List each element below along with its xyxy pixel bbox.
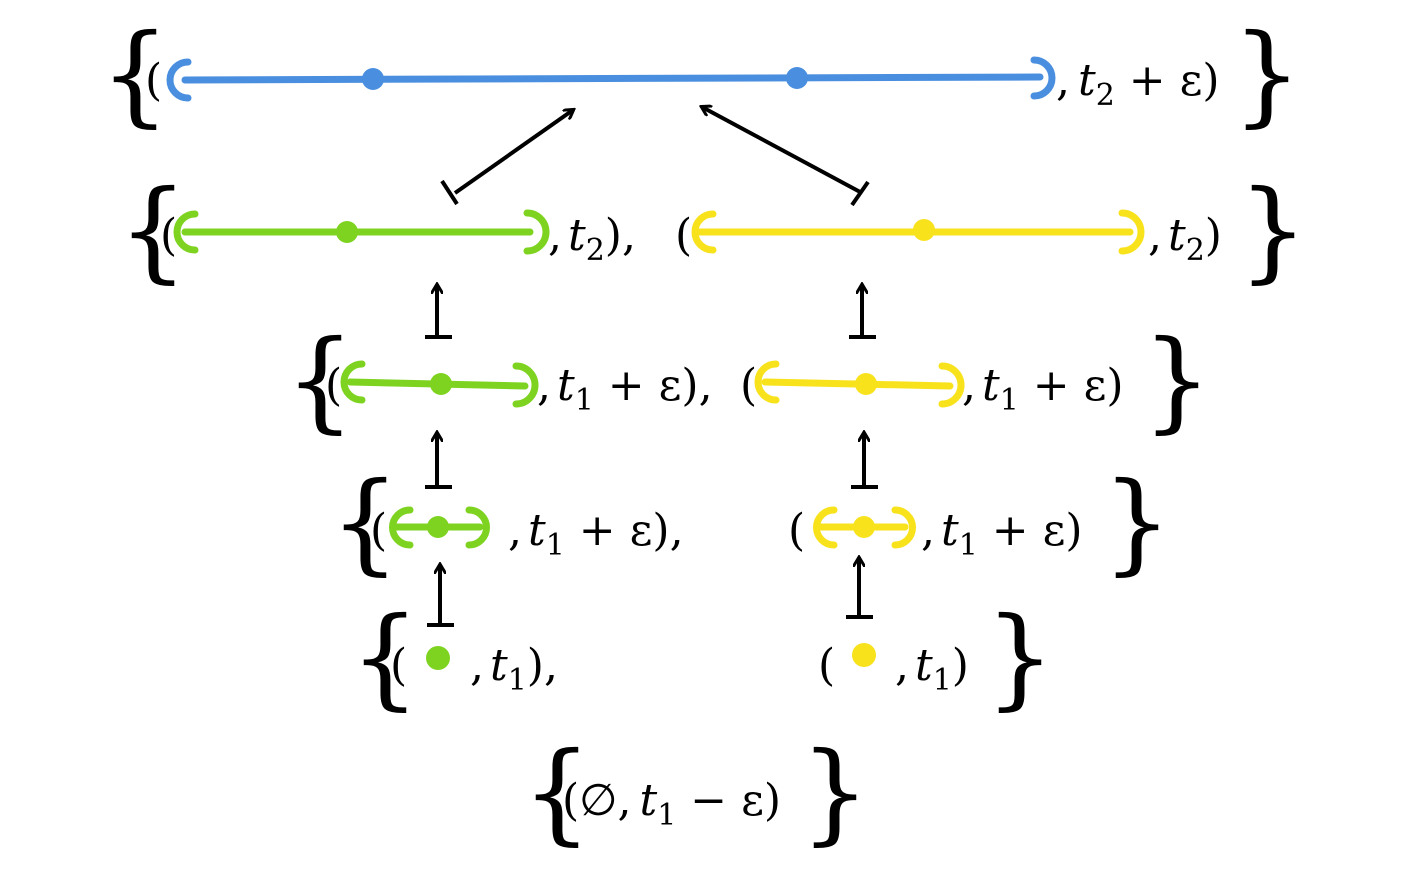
paren-open: ( (818, 640, 835, 691)
row-3: { ( ,t1 + ε), ( ,t1 + ε) } (285, 316, 1212, 444)
yellow-right-bracket (1118, 209, 1145, 255)
brace-open: { (330, 458, 400, 586)
paren-open: ( (675, 210, 692, 261)
row2-right-label: ,t2) (1148, 210, 1222, 268)
yellow-left-bracket (691, 210, 717, 254)
blue-right-bracket (1030, 56, 1056, 100)
green-right-bracket (523, 209, 550, 255)
arrows-row2-to-row1 (440, 107, 870, 207)
row1-label: ,t2 + ε) (1056, 55, 1220, 113)
arrow-tail-green (440, 179, 459, 206)
paren-open: ( (145, 55, 162, 106)
arrow-tail-yellow (850, 180, 870, 207)
green-point (336, 221, 358, 243)
green-right-bracket (512, 362, 539, 408)
green-left-bracket (173, 210, 199, 254)
row3-right-label: ,t1 + ε) (962, 360, 1124, 418)
blue-left-bracket (166, 58, 192, 102)
green-point (430, 373, 452, 395)
brace-close: } (1102, 458, 1172, 586)
paren-open: ( (740, 360, 757, 411)
arrows-row4-to-row3 (425, 433, 878, 489)
yellow-point-single (852, 643, 876, 667)
brace-close: } (985, 593, 1055, 721)
blue-point-2 (786, 67, 808, 89)
row-1: { ( ,t2 + ε) } (100, 10, 1302, 138)
row3-left-label: ,t1 + ε), (537, 360, 713, 418)
row-6: { (∅,t1 − ε) } (522, 728, 870, 856)
green-left-bracket (340, 360, 366, 404)
row-4: { ( ,t1 + ε), ( ,t1 + ε) } (330, 458, 1172, 586)
brace-close: } (1142, 316, 1212, 444)
paren-open: ( (325, 360, 342, 411)
yellow-left-bracket (813, 506, 838, 549)
paren-open: ( (160, 210, 177, 261)
brace-close: } (1232, 10, 1302, 138)
row4-left-label: ,t1 + ε), (508, 505, 684, 563)
blue-segment (181, 73, 1044, 84)
blue-point-1 (362, 68, 384, 90)
brace-open: { (522, 728, 592, 856)
brace-open: { (100, 10, 170, 138)
arrows-row3-to-row2 (425, 285, 876, 339)
yellow-point (913, 219, 935, 241)
row4-right-label: ,t1 + ε) (921, 505, 1083, 563)
yellow-right-bracket (891, 506, 916, 549)
arrows-row5-to-row4 (427, 558, 873, 627)
row-5: { ( ,t1), ( ,t1) } (350, 593, 1055, 721)
brace-close: } (800, 728, 870, 856)
brace-open: { (350, 593, 420, 721)
arrow-green-to-blue (453, 110, 573, 195)
yellow-point (855, 373, 877, 395)
green-left-bracket (389, 506, 414, 549)
green-point-single (426, 646, 450, 670)
arrow-yellow-to-blue (702, 107, 863, 195)
brace-close: } (1238, 166, 1308, 294)
row5-right-label: ,t1) (895, 640, 969, 698)
blue-interval (166, 56, 1056, 102)
row-2: { ( ,t2), ( ,t2) } (118, 166, 1308, 294)
paren-open: ( (788, 505, 805, 556)
yellow-right-bracket (938, 362, 965, 408)
row6-label: (∅,t1 − ε) (562, 775, 781, 833)
green-interval-large (173, 209, 550, 255)
green-point (427, 516, 449, 538)
paren-open: ( (370, 505, 387, 556)
row5-left-label: ,t1), (470, 640, 558, 698)
yellow-left-bracket (754, 360, 780, 404)
green-right-bracket (465, 506, 490, 549)
paren-open: ( (390, 640, 407, 691)
yellow-point (853, 516, 875, 538)
row2-left-label: ,t2), (548, 210, 636, 268)
